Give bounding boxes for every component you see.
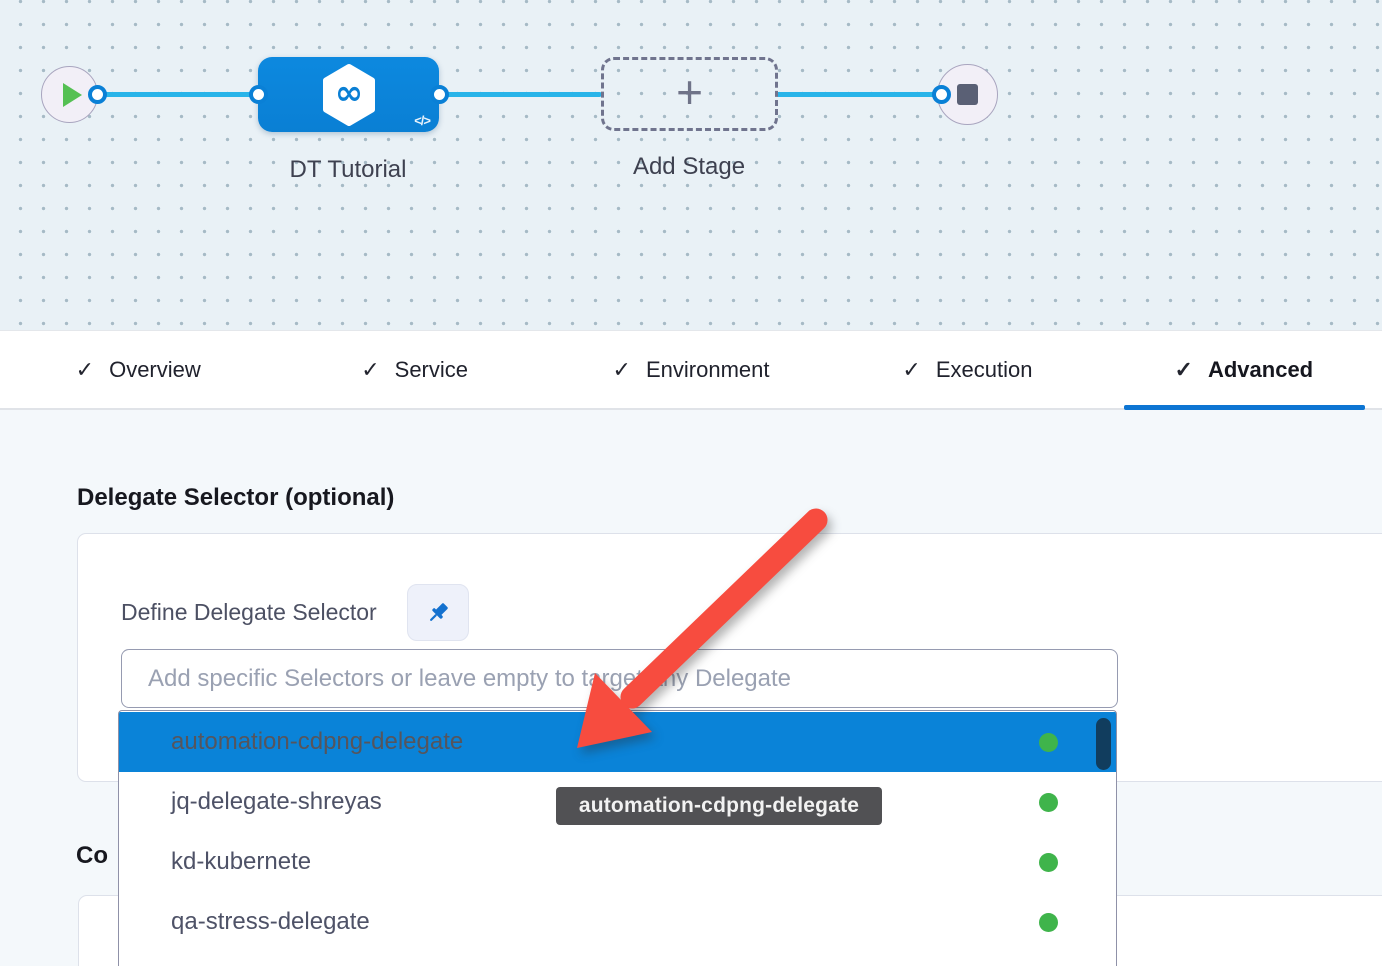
plus-icon: + [676, 66, 703, 118]
delegate-name: jq-delegate-shreyas [171, 788, 382, 815]
edge-stage-to-addstage [439, 92, 602, 97]
advanced-tab-content: Delegate Selector (optional) Define Dele… [0, 412, 1382, 966]
tab-environment-label: Environment [645, 356, 770, 382]
tab-execution-label: Execution [935, 356, 1033, 382]
delegate-tooltip: automation-cdpng-delegate [556, 787, 882, 825]
stage-config-tabbar: ✓ Overview ✓ Service ✓ Environment ✓ Exe… [0, 330, 1382, 410]
stage-node-dt-tutorial[interactable]: ∞ </> [258, 57, 439, 132]
add-stage-label: Add Stage [632, 153, 746, 180]
port-stage-left[interactable] [249, 85, 268, 104]
add-stage-button[interactable]: + [601, 57, 778, 131]
check-icon: ✓ [1174, 356, 1193, 382]
delegate-dropdown: automation-cdpng-delegate jq-delegate-sh… [118, 710, 1117, 966]
code-icon: </> [414, 113, 431, 128]
stage-label: DT Tutorial [289, 156, 407, 183]
check-icon: ✓ [75, 356, 95, 382]
edge-addstage-to-end [776, 92, 943, 97]
define-delegate-selector-label: Define Delegate Selector [121, 599, 377, 625]
svg-text:∞: ∞ [334, 73, 362, 113]
delegate-selector-heading: Delegate Selector (optional) [77, 484, 395, 511]
tab-overview[interactable]: ✓ Overview [0, 331, 276, 408]
dropdown-scrollbar[interactable] [1096, 718, 1111, 770]
port-stage-right[interactable] [430, 85, 449, 104]
tab-advanced[interactable]: ✓ Advanced [1106, 331, 1382, 408]
port-end[interactable] [932, 85, 951, 104]
port-start[interactable] [88, 85, 107, 104]
edge-start-to-stage [97, 92, 260, 97]
harness-stage-icon: ∞ [322, 63, 375, 126]
active-tab-underline [1124, 405, 1365, 410]
pin-icon [429, 602, 448, 621]
dropdown-item-kd-kubernete[interactable]: kd-kubernete [119, 832, 1116, 892]
next-section-heading-partial: Co [76, 842, 108, 869]
stop-icon [957, 84, 978, 105]
tab-execution[interactable]: ✓ Execution [829, 331, 1105, 408]
play-icon [62, 82, 82, 107]
delegate-name: automation-cdpng-delegate [171, 728, 464, 755]
pin-button[interactable] [406, 584, 469, 641]
status-dot-green [1039, 913, 1058, 932]
tab-overview-label: Overview [109, 356, 201, 382]
tab-service[interactable]: ✓ Service [276, 331, 552, 408]
status-dot-green [1039, 793, 1058, 812]
delegate-name: kd-kubernete [171, 848, 312, 875]
status-dot-green [1039, 733, 1058, 752]
dropdown-item-automation-cdpng-delegate[interactable]: automation-cdpng-delegate [119, 712, 1116, 772]
dropdown-item-qa-stress-delegate[interactable]: qa-stress-delegate [119, 892, 1116, 952]
status-dot-green [1039, 853, 1058, 872]
check-icon: ✓ [612, 356, 631, 382]
pipeline-canvas[interactable]: ∞ </> + DT Tutorial Add Stage [0, 0, 1382, 330]
tab-advanced-label: Advanced [1207, 356, 1314, 382]
check-icon: ✓ [902, 356, 921, 382]
delegate-selector-input[interactable] [121, 649, 1118, 708]
dropdown-item-jq-delegate-shreyas[interactable]: jq-delegate-shreyas [119, 772, 1116, 832]
check-icon: ✓ [361, 356, 380, 382]
tab-service-label: Service [394, 356, 468, 382]
tab-environment[interactable]: ✓ Environment [553, 331, 829, 408]
delegate-name: qa-stress-delegate [171, 908, 370, 935]
